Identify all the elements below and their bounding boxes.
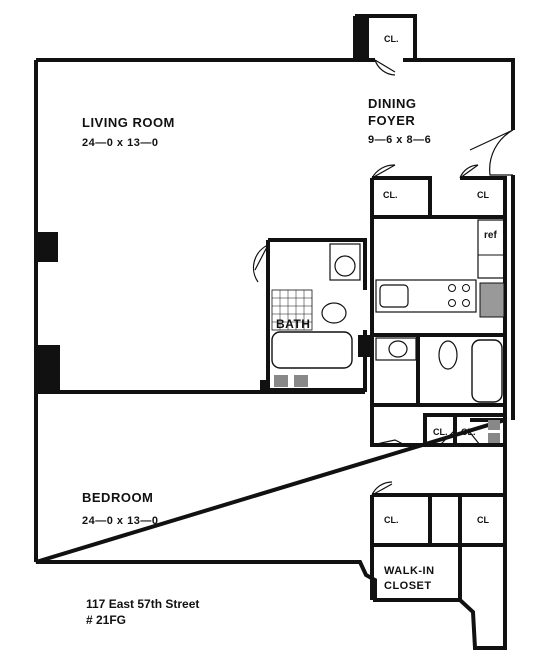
- address-line-2: # 21FG: [86, 613, 126, 627]
- door-foyer-cl-left: [371, 164, 396, 179]
- column-left-lower: [36, 345, 60, 393]
- walk-in-label-1: WALK-IN: [384, 565, 435, 577]
- hall-vent-2: [488, 433, 500, 443]
- bedroom-label: BEDROOM: [82, 490, 153, 505]
- bath2-wall: [370, 335, 505, 407]
- bedroom-closet-wall: [370, 493, 505, 547]
- living-room-dims: 24—0 x 13—0: [82, 137, 158, 149]
- door-hall: [371, 439, 406, 446]
- address-line-1: 117 East 57th Street: [86, 597, 199, 611]
- bath-vent-2: [294, 375, 308, 387]
- bath-tile-grid: [272, 290, 312, 330]
- door-bedroom-cl: [371, 481, 393, 496]
- bath2-toilet: [438, 340, 458, 370]
- bath-wall: [266, 238, 367, 392]
- column-hall: [358, 335, 372, 357]
- bedroom-dims: 24—0 x 13—0: [82, 515, 158, 527]
- bath-label: BATH: [276, 317, 310, 331]
- refrigerator-label: ref: [484, 230, 497, 241]
- closet-label-foyer-right: CL: [477, 190, 489, 200]
- dining-label-2: FOYER: [368, 113, 415, 128]
- bath2-sink: [388, 340, 408, 358]
- foyer-closet-right-wall: [460, 176, 507, 217]
- door-foyer-cl-right: [459, 164, 479, 179]
- bath-tile-floor: [271, 289, 313, 331]
- closet-label-hall-left: CL.: [433, 427, 448, 437]
- refrigerator: [477, 219, 506, 279]
- bath-vent-1: [274, 375, 288, 387]
- column-top: [355, 16, 369, 60]
- column-bath: [260, 380, 270, 394]
- bath-sink: [334, 255, 356, 277]
- kitchen-counter: [375, 279, 477, 313]
- doors: [252, 59, 514, 496]
- walk-in-closet-wall: [370, 545, 462, 600]
- walls: [34, 14, 515, 650]
- exterior-wall: [35, 58, 515, 650]
- dining-dims: 9—6 x 8—6: [368, 134, 431, 146]
- living-room-label: LIVING ROOM: [82, 115, 175, 130]
- stove-burners: [448, 284, 470, 307]
- door-top-closet: [374, 59, 396, 76]
- foyer-closet-left-wall: [370, 176, 432, 217]
- door-bath: [252, 244, 269, 283]
- dining-label-1: DINING: [368, 96, 417, 111]
- walk-in-label-2: CLOSET: [384, 580, 432, 592]
- dishwasher: [479, 282, 505, 318]
- bath2-tub: [471, 339, 503, 403]
- hall-vent-1: [488, 420, 500, 430]
- kitchen-sink: [379, 284, 409, 308]
- closet-label-hall-right: CL.: [461, 427, 476, 437]
- column-left-upper: [36, 232, 58, 262]
- bath2-sink-counter: [375, 337, 417, 361]
- door-entry: [469, 129, 514, 176]
- closet-label-bedroom-left: CL.: [384, 515, 399, 525]
- closet-label-top: CL.: [384, 34, 399, 44]
- bath-tub: [271, 331, 353, 369]
- bath-sink-counter: [329, 243, 361, 281]
- closet-label-foyer-left: CL.: [383, 190, 398, 200]
- closet-label-bedroom-right: CL: [477, 515, 489, 525]
- bath-toilet: [321, 302, 347, 324]
- door-hall-cl: [439, 429, 481, 446]
